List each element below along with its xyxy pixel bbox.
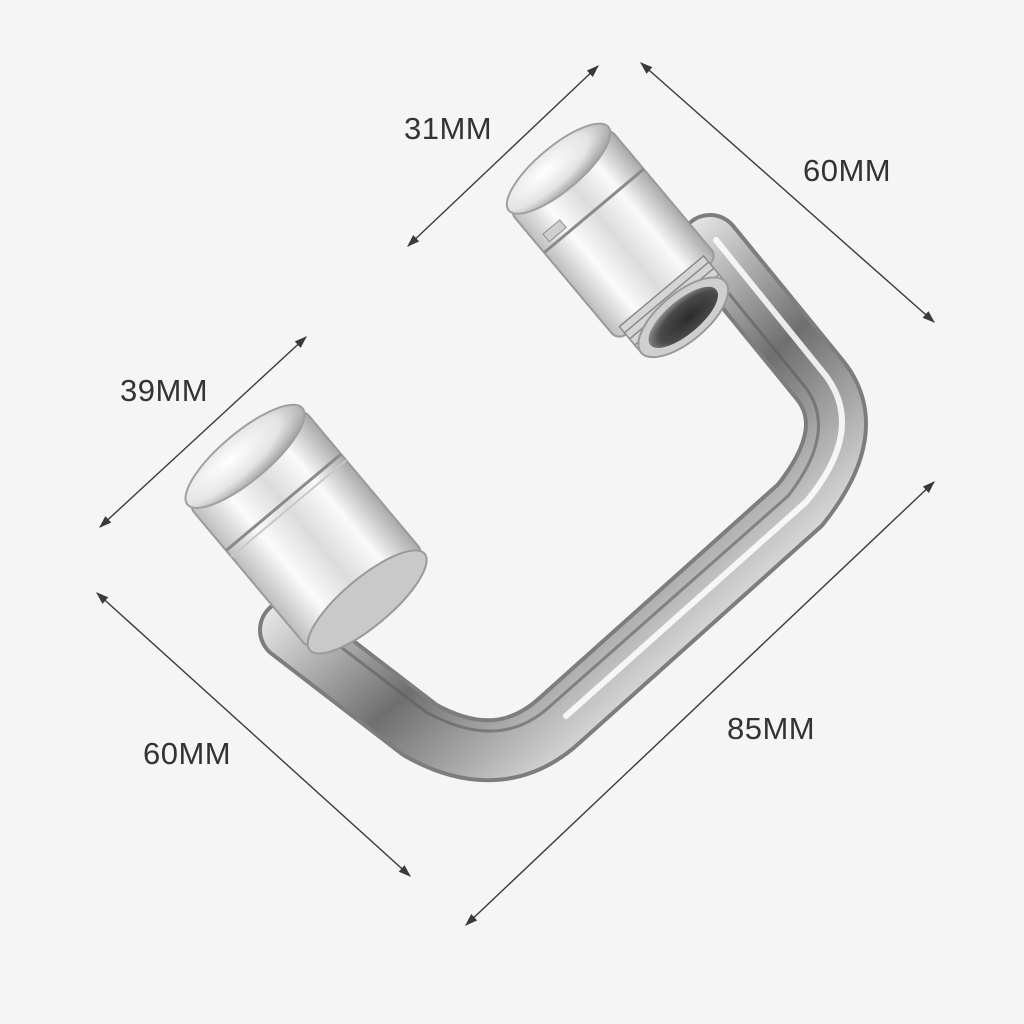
top-length-label: 60MM — [803, 153, 892, 188]
dimension-line-total-length — [465, 481, 935, 926]
total-length-label: 85MM — [727, 711, 816, 746]
dimension-line-left-diameter — [99, 336, 307, 528]
dimension-line-left-length — [96, 592, 411, 877]
dimension-line-top-diameter — [407, 65, 599, 247]
left-diameter-label: 39MM — [120, 373, 209, 408]
dimension-lines — [96, 62, 935, 926]
top-diameter-label: 31MM — [404, 111, 493, 146]
left-swivel-joint — [184, 403, 428, 655]
dimension-line-top-length — [640, 62, 935, 323]
left-length-label: 60MM — [143, 736, 232, 771]
